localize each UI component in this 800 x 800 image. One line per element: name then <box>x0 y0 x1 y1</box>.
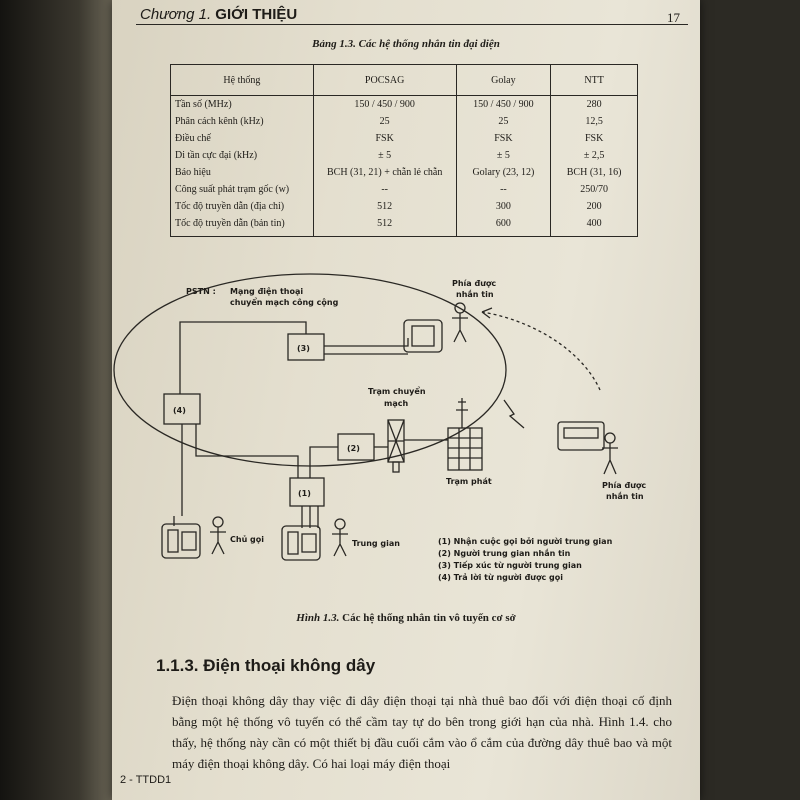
callee-label: Phía được <box>602 481 646 490</box>
box-label: (4) <box>173 406 186 415</box>
table-cell: 250/70 <box>550 181 638 198</box>
dashed-arrow <box>481 311 601 391</box>
caller-label: Chủ gọi <box>230 534 264 544</box>
transmitter-building <box>447 427 483 471</box>
table-cell: 200 <box>550 198 638 215</box>
table-cell: -- <box>455 181 552 198</box>
background-edge <box>0 0 112 800</box>
table-cell: -- <box>312 181 457 198</box>
pager-icon <box>557 421 605 451</box>
column-header: POCSAG <box>312 64 457 96</box>
column-header: Hệ thống <box>170 64 314 96</box>
table-cell: Điều chế <box>170 130 314 147</box>
table-cell: ± 5 <box>455 147 552 164</box>
table-cell: Golary (23, 12) <box>455 164 552 181</box>
table-cell: Công suất phát trạm gốc (w) <box>170 181 314 198</box>
box-label: (2) <box>347 444 360 453</box>
pstn-desc: Mạng điện thoại <box>230 287 303 296</box>
pstn-desc: chuyển mạch công cộng <box>230 296 339 307</box>
phone-icon <box>161 523 201 559</box>
book-page: Chương 1. GIỚI THIỆU 17 Bảng 1.3. Các hệ… <box>112 0 700 800</box>
table-cell: 512 <box>312 215 457 237</box>
table-cell: 600 <box>455 215 552 237</box>
table-cell: 280 <box>550 95 638 113</box>
footer-label: 2 - TTDD1 <box>120 774 172 786</box>
person-icon <box>452 302 468 343</box>
table-cell: 512 <box>312 198 457 215</box>
person-icon <box>210 516 226 555</box>
table-cell: 150 / 450 / 900 <box>455 95 552 113</box>
page-number: 17 <box>667 10 680 25</box>
box-label: (1) <box>298 489 311 498</box>
legend-item: (3) Tiếp xúc từ người trung gian <box>438 560 582 570</box>
table-cell: Tần số (MHz) <box>170 95 314 113</box>
switch-label: mạch <box>384 399 408 408</box>
column-header: Golay <box>455 64 552 96</box>
operator-label: Trung gian <box>352 539 400 548</box>
box-1 <box>289 477 325 507</box>
table-cell: BCH (31, 21) + chẵn lẻ chẵn <box>312 164 457 181</box>
legend-item: (2) Người trung gian nhắn tin <box>438 548 571 558</box>
box-label: (3) <box>297 344 310 353</box>
callee-label: nhắn tin <box>456 289 494 299</box>
table-cell: ± 2,5 <box>550 147 638 164</box>
table-cell: Báo hiệu <box>170 164 314 181</box>
paging-system-diagram: PSTN : Mạng điện thoại chuyển mạch công … <box>113 273 646 582</box>
table-cell: Phân cách kênh (kHz) <box>170 113 314 130</box>
legend-item: (4) Trả lời từ người được gọi <box>438 572 563 582</box>
table-cell: 12,5 <box>550 113 638 130</box>
table-cell: 25 <box>455 113 552 130</box>
callee-label: nhắn tin <box>606 491 644 501</box>
table-cell: FSK <box>550 130 638 147</box>
switch-label: Trạm chuyển <box>368 385 426 396</box>
figure-caption: Hình 1.3. Các hệ thống nhắn tin vô tuyến… <box>296 612 516 624</box>
phone-icon <box>403 319 443 353</box>
table-row: Công suất phát trạm gốc (w)----250/70 <box>170 181 638 198</box>
body-paragraph: Điện thoại không dây thay việc đi dây đi… <box>172 693 672 771</box>
table-header-row: Hệ thống POCSAG Golay NTT <box>170 64 638 96</box>
table-cell: Tốc độ truyền dẫn (địa chỉ) <box>170 198 314 215</box>
phone-icon <box>281 525 321 561</box>
table-cell: 25 <box>312 113 457 130</box>
table-cell: 150 / 450 / 900 <box>312 95 457 113</box>
transmitter-label: Trạm phát <box>446 477 492 486</box>
legend-item: (1) Nhận cuộc gọi bởi người trung gian <box>438 536 613 546</box>
table-row: Di tần cực đại (kHz)± 5± 5± 2,5 <box>170 147 638 164</box>
person-icon <box>602 432 618 475</box>
table-cell: 300 <box>455 198 552 215</box>
table-cell: BCH (31, 16) <box>550 164 638 181</box>
table-cell: ± 5 <box>312 147 457 164</box>
table-cell: Di tần cực đại (kHz) <box>170 147 314 164</box>
radio-signal-icon <box>503 399 525 429</box>
chapter-title: Chương 1. GIỚI THIỆU <box>140 6 298 23</box>
table-cell: FSK <box>312 130 457 147</box>
column-header: NTT <box>550 64 638 96</box>
section-heading: 1.1.3. Điện thoại không dây <box>156 656 376 675</box>
paging-systems-table: Hệ thống POCSAG Golay NTT Tần số (MHz)15… <box>170 64 638 237</box>
table-cell: 400 <box>550 215 638 237</box>
running-header: Chương 1. GIỚI THIỆU 17 <box>136 6 688 25</box>
antenna-icon <box>456 398 468 428</box>
person-icon <box>332 518 348 557</box>
pstn-label: PSTN : <box>186 287 216 296</box>
callee-label: Phía được <box>452 279 496 288</box>
table-cell: FSK <box>455 130 552 147</box>
table-caption: Bảng 1.3. Các hệ thống nhắn tin đại diện <box>312 38 500 50</box>
table-cell: Tốc độ truyền dẫn (bản tin) <box>170 215 314 237</box>
